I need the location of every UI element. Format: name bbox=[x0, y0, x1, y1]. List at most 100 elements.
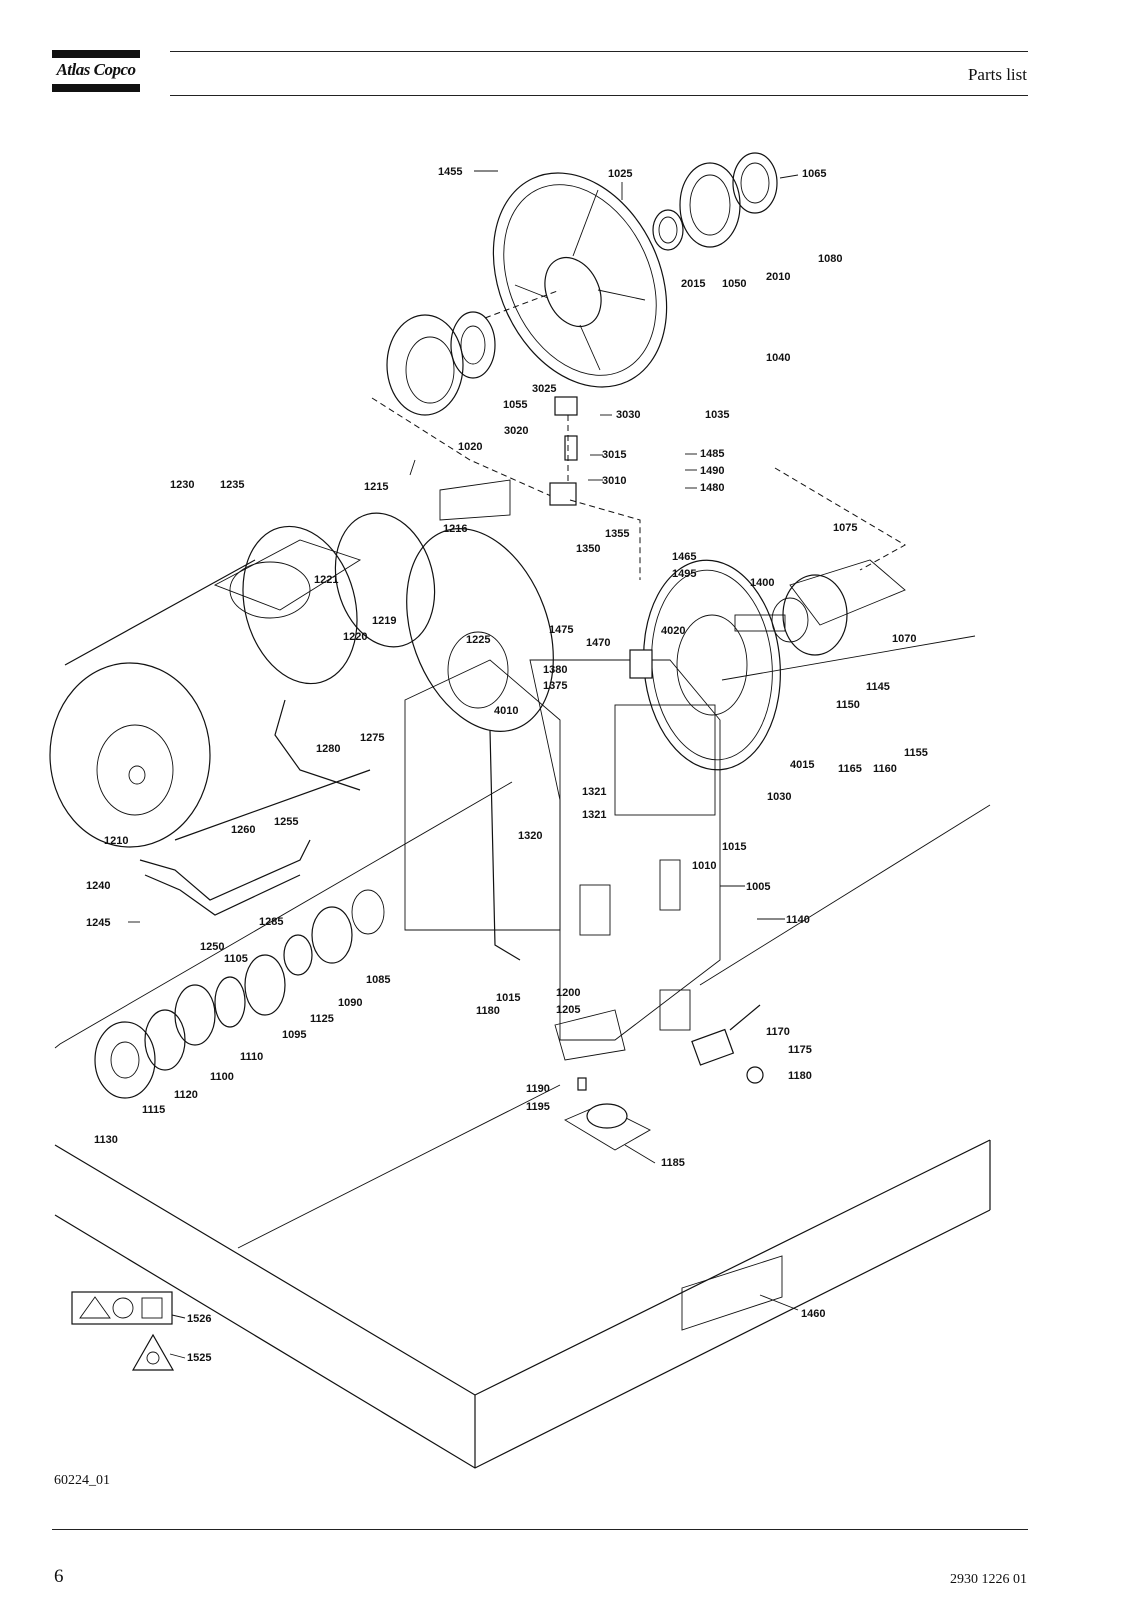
part-label: 4015 bbox=[790, 759, 814, 771]
part-label: 1460 bbox=[801, 1308, 825, 1320]
drain-valve bbox=[691, 1004, 764, 1084]
flywheel-housing bbox=[492, 172, 668, 388]
part-label: 3010 bbox=[602, 475, 626, 487]
part-label: 1150 bbox=[836, 699, 860, 711]
part-label: 1065 bbox=[802, 168, 826, 180]
part-label: 1035 bbox=[705, 409, 729, 421]
figure-id: 60224_01 bbox=[54, 1473, 110, 1488]
part-label: 1105 bbox=[224, 953, 248, 965]
part-label: 1210 bbox=[104, 835, 128, 847]
part-label: 1015 bbox=[496, 992, 520, 1004]
part-label: 1221 bbox=[314, 574, 338, 586]
part-label: 1080 bbox=[818, 253, 842, 265]
part-label: 1005 bbox=[746, 881, 770, 893]
part-label: 1170 bbox=[766, 1026, 790, 1038]
part-label: 1125 bbox=[310, 1013, 334, 1025]
logo-wordmark: Atlas Copco bbox=[56, 60, 136, 79]
part-label: 1225 bbox=[466, 634, 490, 646]
part-label: 1220 bbox=[343, 631, 367, 643]
part-label: 1165 bbox=[838, 763, 862, 775]
part-label: 1030 bbox=[767, 791, 791, 803]
part-label: 1465 bbox=[672, 551, 696, 563]
part-label: 1175 bbox=[788, 1044, 812, 1056]
part-label: 1200 bbox=[556, 987, 580, 999]
part-label: 1490 bbox=[700, 465, 724, 477]
part-label: 4010 bbox=[494, 705, 518, 717]
part-label: 3020 bbox=[504, 425, 528, 437]
part-label: 1020 bbox=[458, 441, 482, 453]
part-label: 1190 bbox=[526, 1083, 550, 1095]
part-callouts: 1455 1025 1065 1080 2015 1050 2010 1040 … bbox=[86, 166, 928, 1364]
part-label: 3025 bbox=[532, 383, 556, 395]
part-label: 1321 bbox=[582, 786, 606, 798]
part-label: 3030 bbox=[616, 409, 640, 421]
part-label: 1350 bbox=[576, 543, 600, 555]
part-label: 1195 bbox=[526, 1101, 550, 1113]
part-label: 1321 bbox=[582, 809, 606, 821]
part-label: 4020 bbox=[661, 625, 685, 637]
part-label: 1375 bbox=[543, 680, 567, 692]
logo-bar-bottom bbox=[52, 84, 140, 92]
part-label: 1380 bbox=[543, 664, 567, 676]
part-label: 1015 bbox=[722, 841, 746, 853]
part-label: 1095 bbox=[282, 1029, 306, 1041]
part-label: 1219 bbox=[372, 615, 396, 627]
oil-pump-parts bbox=[94, 839, 385, 1099]
part-label: 1495 bbox=[672, 568, 696, 580]
part-label: 3015 bbox=[602, 449, 626, 461]
part-label: 1075 bbox=[833, 522, 857, 534]
part-label: 1120 bbox=[174, 1089, 198, 1101]
gearbox-casing bbox=[529, 499, 721, 1061]
part-label: 1110 bbox=[240, 1051, 263, 1063]
document-code: 2930 1226 01 bbox=[950, 1572, 1027, 1587]
part-label: 1400 bbox=[750, 577, 774, 589]
page-number: 6 bbox=[54, 1566, 64, 1587]
part-label: 1240 bbox=[86, 880, 110, 892]
part-label: 1140 bbox=[786, 914, 810, 926]
header-rule-bottom bbox=[170, 95, 1028, 96]
part-label: 1160 bbox=[873, 763, 897, 775]
part-label: 1355 bbox=[605, 528, 629, 540]
part-label: 1485 bbox=[700, 448, 724, 460]
part-label: 1070 bbox=[892, 633, 916, 645]
cover-and-bearing bbox=[371, 289, 561, 501]
part-label: 1480 bbox=[700, 482, 724, 494]
thermostat-valve-parts bbox=[549, 396, 578, 506]
part-label: 1155 bbox=[904, 747, 928, 759]
part-label: 2010 bbox=[766, 271, 790, 283]
part-label: 1235 bbox=[220, 479, 244, 491]
part-label: 1215 bbox=[364, 481, 388, 493]
part-label: 1115 bbox=[142, 1104, 165, 1116]
part-label: 1275 bbox=[360, 732, 384, 744]
part-label: 1180 bbox=[788, 1070, 812, 1082]
part-label: 1280 bbox=[316, 743, 340, 755]
part-label: 1285 bbox=[259, 916, 283, 928]
bearing-cover-group bbox=[652, 152, 778, 251]
part-label: 1250 bbox=[200, 941, 224, 953]
drive-shaft bbox=[734, 467, 907, 656]
part-label: 1525 bbox=[187, 1352, 211, 1364]
part-label: 1100 bbox=[210, 1071, 234, 1083]
part-label: 1130 bbox=[94, 1134, 118, 1146]
electric-motor bbox=[49, 512, 436, 848]
part-label: 1216 bbox=[443, 523, 467, 535]
gearcase-housing bbox=[404, 479, 561, 961]
part-label: 1025 bbox=[608, 168, 632, 180]
part-label: 1245 bbox=[86, 917, 110, 929]
part-label: 1260 bbox=[231, 824, 255, 836]
part-label: 1470 bbox=[586, 637, 610, 649]
part-label: 1230 bbox=[170, 479, 194, 491]
rubber-mount bbox=[564, 1077, 651, 1151]
leader-lines bbox=[128, 170, 799, 1359]
part-label: 1085 bbox=[366, 974, 390, 986]
part-label: 1526 bbox=[187, 1313, 211, 1325]
header-rule-top bbox=[170, 51, 1028, 52]
page-title: Parts list bbox=[967, 65, 1027, 84]
warning-decals bbox=[71, 1291, 175, 1371]
part-label: 1205 bbox=[556, 1004, 580, 1016]
part-label: 1145 bbox=[866, 681, 890, 693]
logo-bar-top bbox=[52, 50, 140, 58]
part-label: 1320 bbox=[518, 830, 542, 842]
part-label: 1455 bbox=[438, 166, 462, 178]
